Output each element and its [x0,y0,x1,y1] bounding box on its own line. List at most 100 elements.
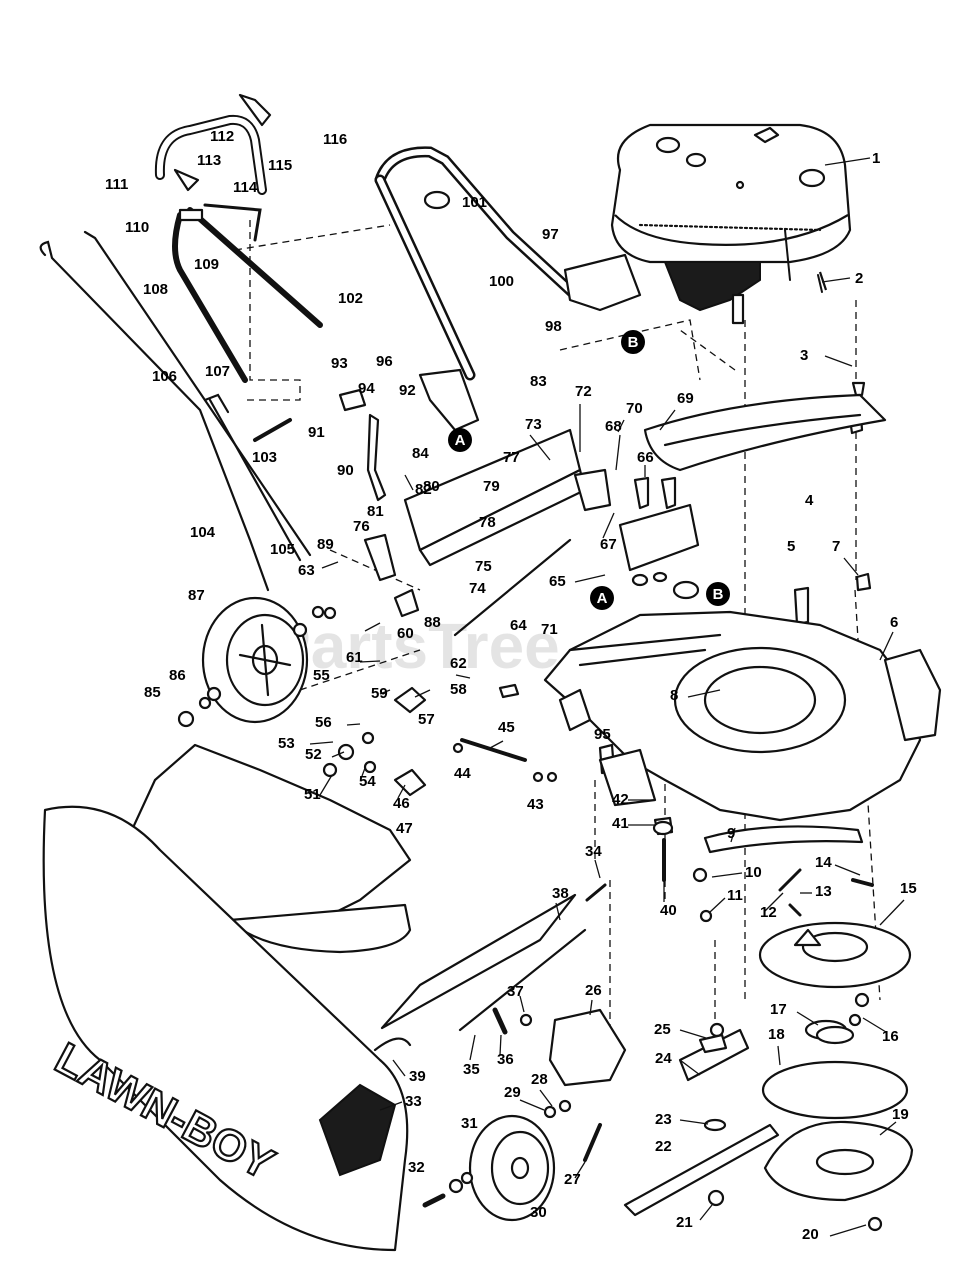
part-number-label: 93 [331,355,348,372]
part-number-label: 87 [188,587,205,604]
handle-bolt [253,418,292,442]
bottom-housing [763,1120,914,1202]
part-number-label: 71 [541,621,558,638]
leader-line [499,1034,502,1056]
part-number-label: 77 [503,449,520,466]
part-number-label: 88 [424,614,441,631]
leader-line [862,1017,887,1033]
leader-line [615,434,621,471]
leader-line [397,784,406,799]
leader-line [331,751,345,758]
leader-line [489,740,504,749]
part-number-label: 34 [585,843,602,860]
leader-line [879,1121,897,1136]
leader-line [574,574,606,583]
part-number-label: 37 [507,983,524,1000]
leader-line [379,1101,403,1111]
leader-line [829,1224,867,1237]
reference-marker-letter: A [597,590,608,607]
leader-line [679,1119,709,1125]
leader-line [404,474,414,491]
part-number-label: 13 [815,883,832,900]
leader-line [555,902,561,921]
part-number-label: 111 [105,176,128,193]
leader-line [589,999,593,1016]
leader-line [777,1045,781,1066]
leader-line [709,897,726,913]
leader-line [539,1089,553,1107]
reference-marker-circle [621,330,645,354]
part-number-label: 33 [405,1093,422,1110]
part-number-label: 7 [832,538,840,555]
part-number-label: 46 [393,795,410,812]
part-number-label: 18 [768,1026,785,1043]
control-bracket-assembly [338,368,612,637]
part-number-label: 28 [531,1071,548,1088]
part-number-label: 67 [600,536,617,553]
part-number-label: 11 [727,887,743,904]
part-number-label: 83 [530,373,547,390]
leader-line [821,277,851,283]
leader-line [796,1011,819,1026]
blade-adapter [758,921,912,989]
reference-marker-letter: A [455,432,466,449]
part-number-label: 2 [855,270,863,287]
leader-line [594,859,601,879]
part-number-label: 9 [727,825,735,842]
part-number-label: 95 [594,726,611,743]
leader-lines [309,157,905,1237]
part-number-label: 23 [655,1111,672,1128]
part-number-label: 40 [660,902,677,919]
leader-line [843,557,859,576]
part-number-label: 69 [677,390,694,407]
part-number-label: 105 [270,541,295,558]
part-number-label: 101 [462,194,487,211]
part-number-label: 19 [892,1106,909,1123]
reference-marker-letter: B [628,334,639,351]
reference-marker-circle [706,582,730,606]
part-number-label: 66 [637,449,654,466]
part-number-label: 97 [542,226,559,243]
leader-line [319,774,333,796]
reference-marker-circle [590,586,614,610]
part-number-label: 5 [787,538,795,555]
leader-line [824,157,871,166]
part-number-label: 31 [461,1115,478,1132]
leader-line [519,995,525,1013]
front-wheel-bracket [548,1008,627,1087]
part-number-label: 10 [745,864,762,881]
handle-upper-assembly [154,93,323,383]
leader-line [359,660,381,663]
part-number-label: 8 [670,687,678,704]
part-number-label: 84 [412,445,429,462]
part-number-label: 12 [760,904,777,921]
seal-ring [815,1025,855,1045]
part-number-label: 26 [585,982,602,999]
reference-markers: A A B B [448,330,730,610]
part-number-label: 3 [800,347,808,364]
part-number-label: 6 [890,614,898,631]
control-rods [39,230,312,592]
part-number-label: 54 [359,773,376,790]
leader-line [834,864,861,876]
part-number-label: 52 [305,746,322,763]
part-number-label: 94 [358,380,375,397]
leader-line [529,434,551,461]
part-number-label: 45 [498,719,515,736]
leader-line [617,419,625,433]
reference-marker-letter: B [713,586,724,603]
part-number-label: 114 [233,179,258,196]
leader-line [414,689,431,698]
deck-skirt [703,825,864,854]
leader-line [602,512,615,539]
part-number-label: 116 [323,131,347,148]
engine [610,123,852,325]
part-number-label: 38 [552,885,569,902]
leader-line [309,741,334,745]
part-number-label: 82 [415,481,432,498]
part-number-label: 27 [564,1171,581,1188]
leader-line [730,827,736,843]
part-number-label: 17 [770,1001,787,1018]
part-number-label: 106 [152,368,177,385]
